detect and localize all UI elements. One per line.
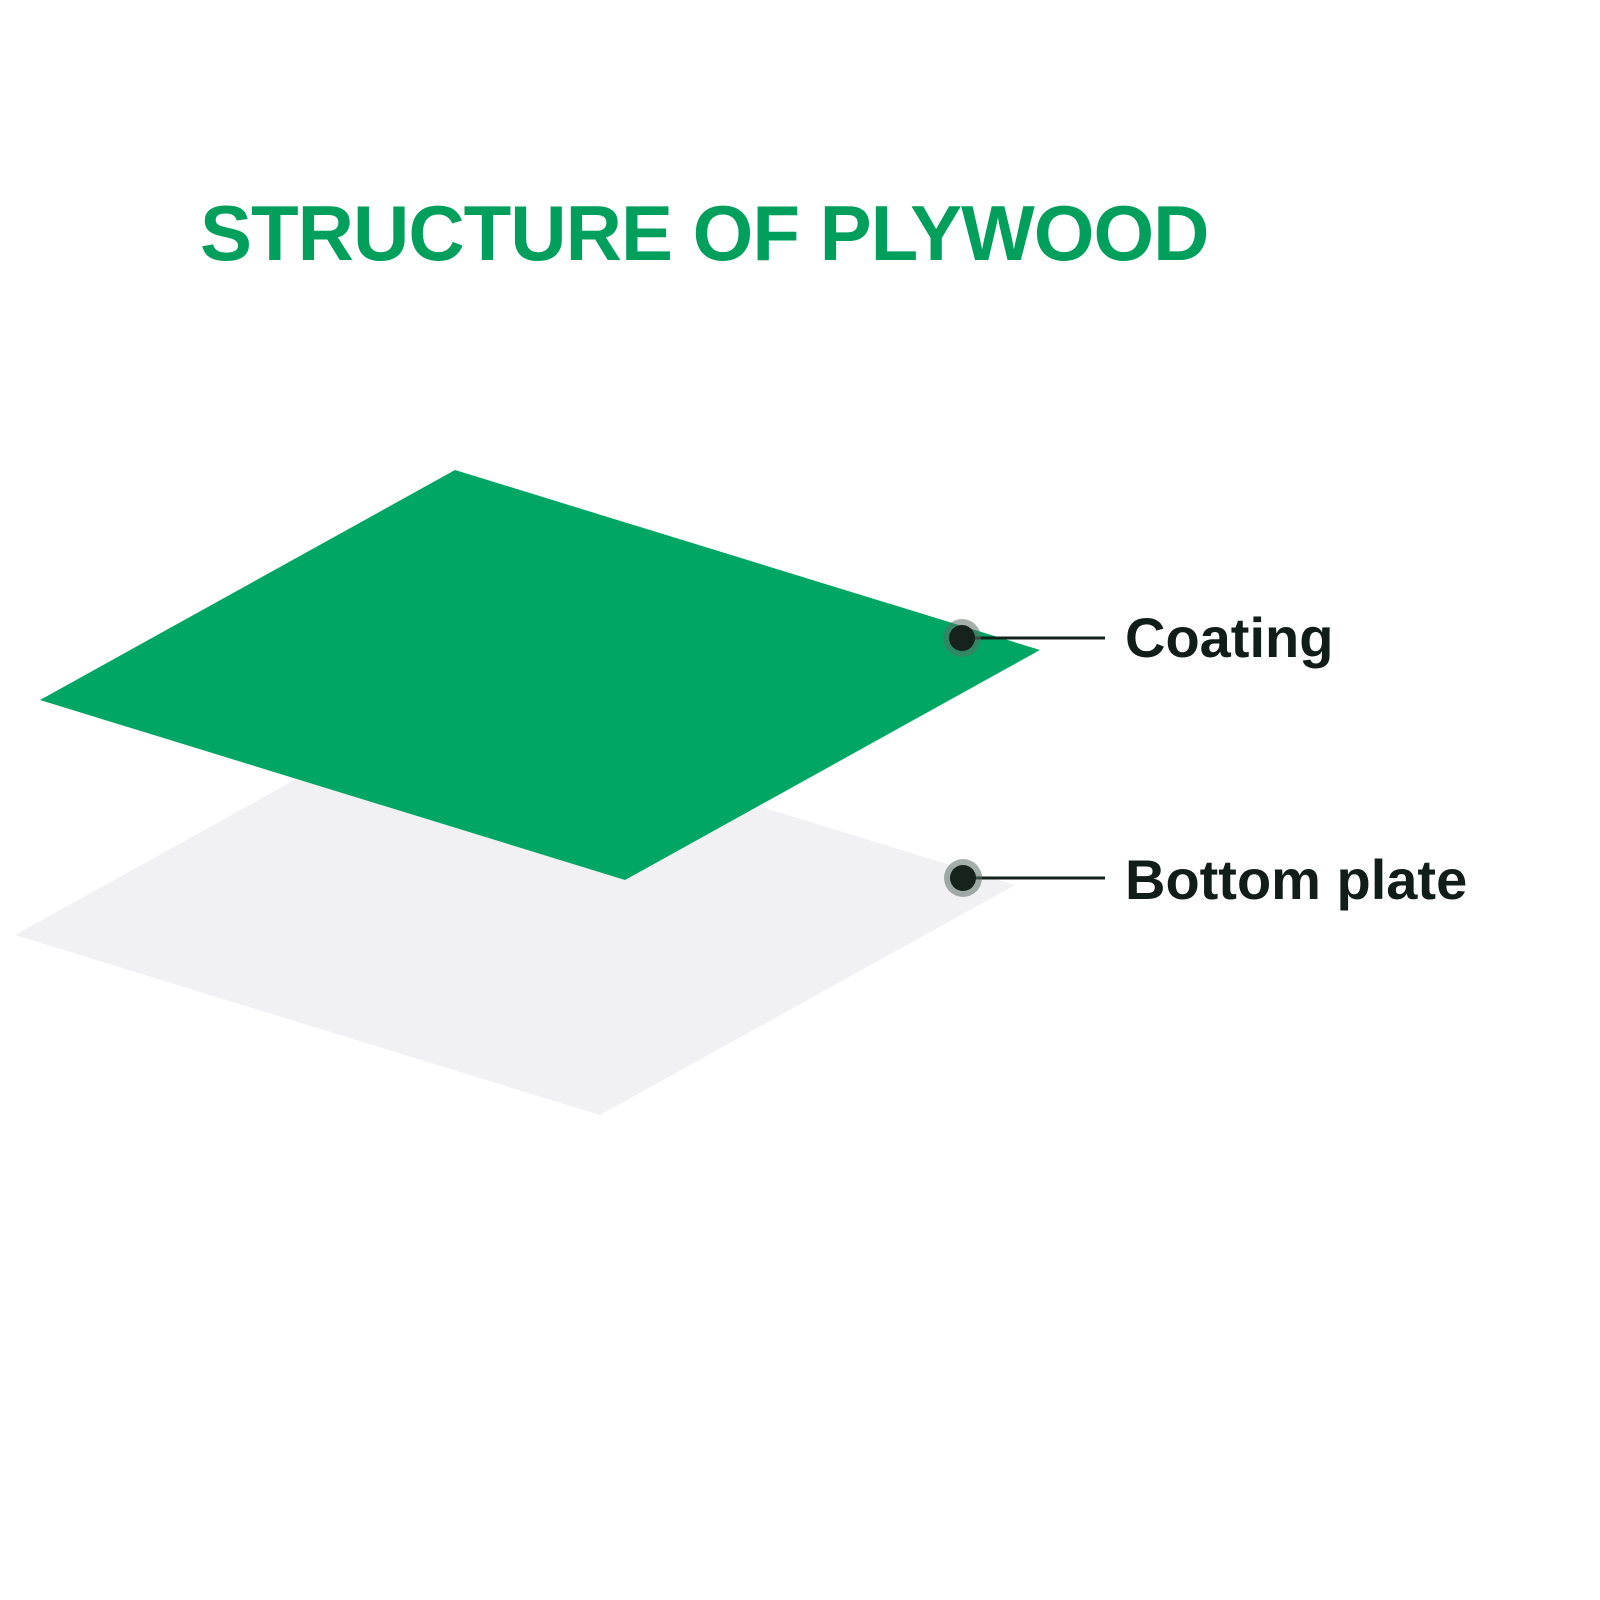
bottom-plate-label: Bottom plate: [1125, 848, 1468, 911]
coating-callout-dot-core: [949, 625, 975, 651]
coating-layer-shape: [40, 470, 1040, 880]
page-title: STRUCTURE OF PLYWOOD: [200, 189, 1209, 277]
bottom-plate-layer-shape: [15, 705, 1015, 1115]
bottom-plate-callout-dot-core: [950, 865, 976, 891]
coating-label: Coating: [1125, 606, 1334, 669]
